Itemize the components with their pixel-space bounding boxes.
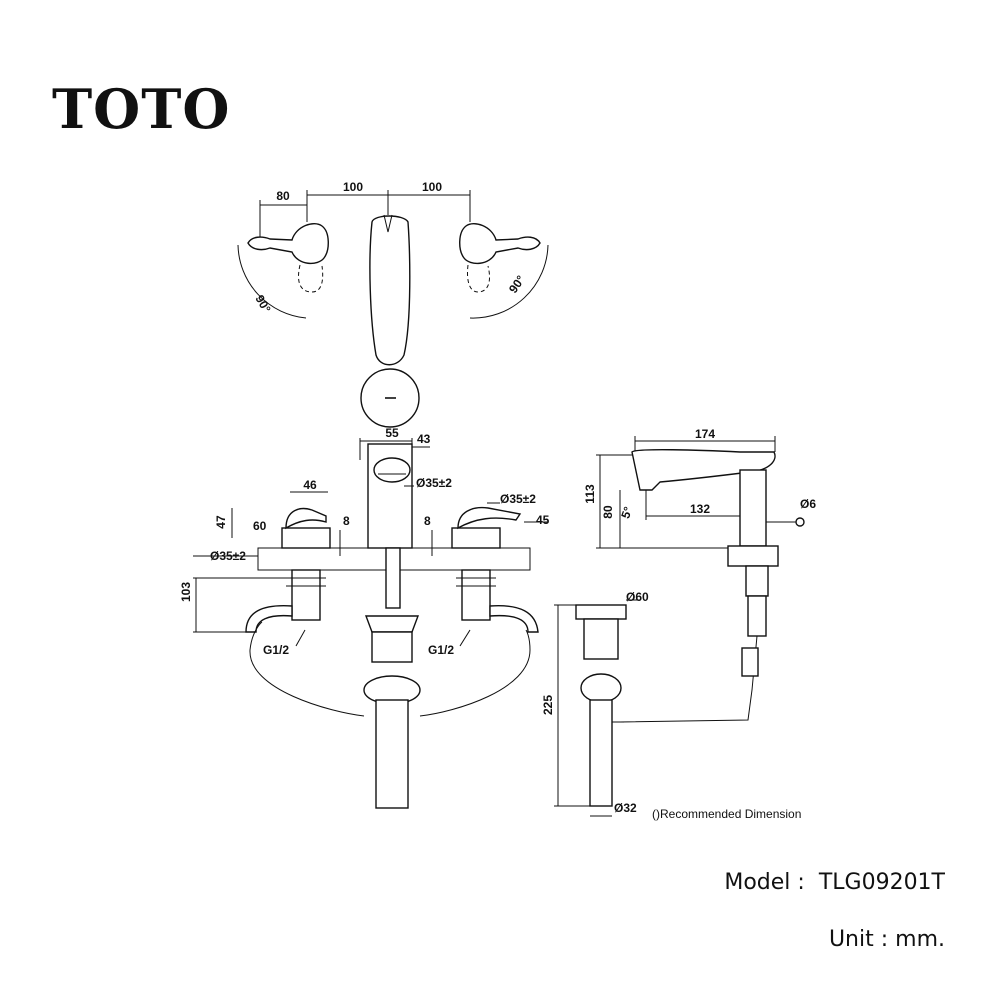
dia-left: Ø35±2	[210, 549, 246, 563]
dia-spout: Ø35±2	[416, 476, 452, 490]
dim-174: 174	[695, 427, 715, 441]
drain-pipe	[589, 699, 613, 807]
spout-top	[369, 215, 411, 366]
model-value: TLG09201T	[818, 870, 945, 895]
dim-100-left: 100	[343, 180, 363, 194]
dim-103: 103	[179, 582, 193, 602]
drain-view: Ø60 225 Ø32 ()Recommended Dimension	[541, 590, 801, 821]
drain-tailpiece	[375, 699, 409, 809]
dim-113: 113	[583, 484, 597, 504]
dim-47: 47	[214, 515, 228, 529]
dim-80-side: 80	[601, 505, 615, 519]
model-line: Model : TLG09201T	[724, 870, 945, 895]
angle-5: 5°	[618, 505, 635, 521]
dim-80: 80	[276, 189, 290, 203]
model-label: Model :	[724, 870, 805, 895]
thread-left: G1/2	[263, 643, 289, 657]
left-valve-body	[281, 527, 331, 549]
left-handle-top	[247, 222, 329, 265]
angle-right: 90°	[506, 273, 528, 296]
dia-right: Ø35±2	[500, 492, 536, 506]
dia-bottom: Ø32	[614, 801, 637, 815]
dim-132: 132	[690, 502, 710, 516]
thread-right: G1/2	[428, 643, 454, 657]
toto-logo: TOTO	[52, 77, 231, 141]
dia-top: Ø60	[626, 590, 649, 604]
dim-46: 46	[303, 478, 317, 492]
right-handle-top	[459, 222, 541, 265]
front-view: 55 43 Ø35±2 46 47 60 8 Ø35±2 103 G1/2 8 …	[179, 426, 550, 809]
recommended-note: ()Recommended Dimension	[652, 807, 801, 821]
dim-55: 55	[385, 426, 399, 440]
dim-100-right: 100	[422, 180, 442, 194]
top-view: 80 100 100 90° 90°	[237, 180, 549, 428]
unit-label: Unit : mm.	[828, 927, 945, 952]
dim-43: 43	[417, 432, 431, 446]
dim-45: 45	[536, 513, 550, 527]
dim-8-right: 8	[424, 514, 431, 528]
side-spout	[631, 449, 776, 491]
dia-rod: Ø6	[800, 497, 816, 511]
side-view: 174 Ø6 113 80 5° 132	[583, 427, 816, 723]
dim-8-left: 8	[343, 514, 350, 528]
dim-225: 225	[541, 695, 555, 715]
dim-60: 60	[253, 519, 267, 533]
angle-left: 90°	[252, 293, 273, 316]
drain-cap	[575, 604, 627, 620]
right-valve-body	[451, 527, 501, 549]
